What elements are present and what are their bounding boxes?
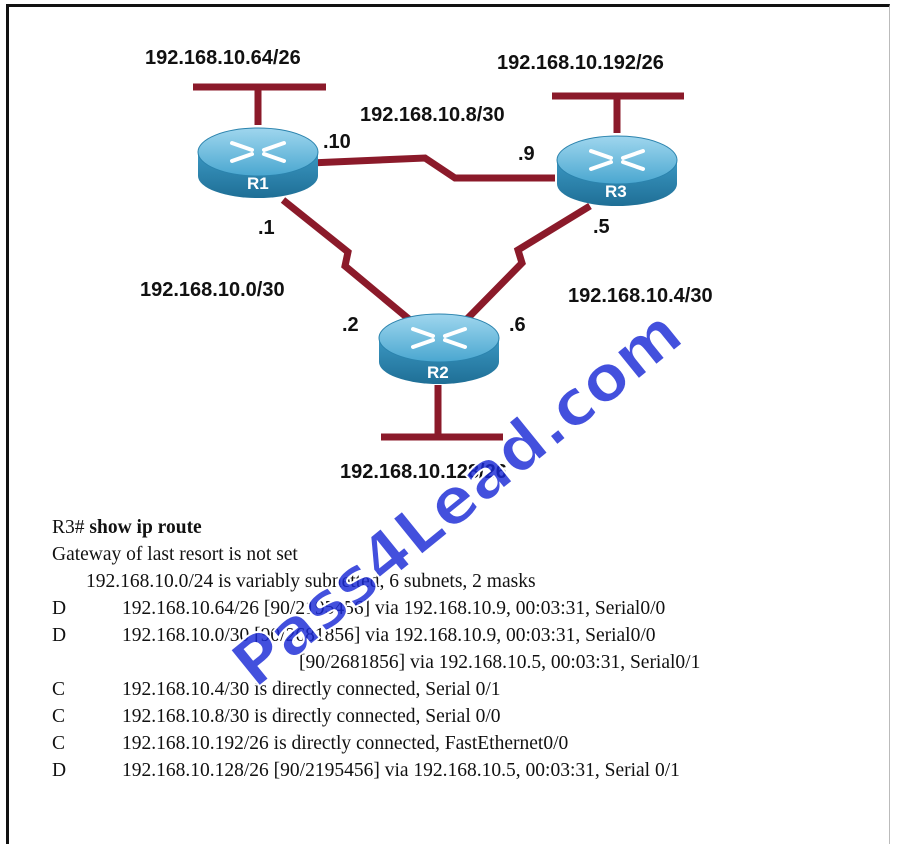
interface-label-r3-r1: .9 xyxy=(518,143,535,165)
network-label-r3-lan: 192.168.10.192/26 xyxy=(497,52,664,74)
route-entry: C 192.168.10.4/30 is directly connected, … xyxy=(52,676,882,703)
route-text: 192.168.10.128/26 [90/2195456] via 192.1… xyxy=(122,760,680,781)
router-arrows-icon xyxy=(230,141,286,163)
interface-label-r2-r3: .6 xyxy=(509,314,526,336)
interface-label-r2-r1: .2 xyxy=(342,314,359,336)
gateway-line: Gateway of last resort is not set xyxy=(52,544,298,565)
interface-label-r1-r2: .1 xyxy=(258,217,275,239)
network-label-r1-r3: 192.168.10.8/30 xyxy=(360,104,505,126)
serial-link-r1-r2 xyxy=(280,197,413,323)
route-code: D xyxy=(52,760,67,781)
route-text: 192.168.10.0/30 [90/2681856] via 192.168… xyxy=(122,625,656,646)
serial-link-r1-r3 xyxy=(309,154,555,182)
show-ip-route-output: R3# show ip route Gateway of last resort… xyxy=(52,514,882,784)
network-label-r1-r2: 192.168.10.0/30 xyxy=(140,279,285,301)
route-entry-continuation: [90/2681856] via 192.168.10.5, 00:03:31,… xyxy=(52,649,882,676)
interface-label-r1-r3: .10 xyxy=(323,131,351,153)
lan-segment-r2 xyxy=(381,385,503,441)
subnet-summary-line: 192.168.10.0/24 is variably subnetted, 6… xyxy=(86,571,536,592)
serial-link-r2-r3 xyxy=(464,203,592,322)
route-entry: D 192.168.10.0/30 [90/2681856] via 192.16… xyxy=(52,622,882,649)
interface-label-r3-r2: .5 xyxy=(593,216,610,238)
figure-frame xyxy=(6,4,890,844)
router-label-r1: R1 xyxy=(247,174,269,193)
router-r1[interactable]: R1 xyxy=(197,127,319,198)
route-text: 192.168.10.64/26 [90/2195456] via 192.16… xyxy=(122,598,666,619)
route-text: 192.168.10.4/30 is directly connected, S… xyxy=(122,679,501,700)
route-entry: D 192.168.10.64/26 [90/2195456] via 192.1… xyxy=(52,595,882,622)
router-label-r3: R3 xyxy=(605,182,627,201)
route-text: [90/2681856] via 192.168.10.5, 00:03:31,… xyxy=(299,652,701,673)
router-label-r2: R2 xyxy=(427,363,449,382)
network-label-r1-lan: 192.168.10.64/26 xyxy=(145,47,301,69)
network-label-r2-lan: 192.168.10.128/26 xyxy=(340,461,507,483)
router-r3[interactable]: R3 xyxy=(556,135,678,206)
route-code: C xyxy=(52,679,66,700)
route-code: D xyxy=(52,625,67,646)
route-text: 192.168.10.192/26 is directly connected,… xyxy=(122,733,569,754)
route-code: C xyxy=(52,706,66,727)
router-arrows-icon xyxy=(411,327,467,349)
lan-segment-r3 xyxy=(552,92,684,133)
router-arrows-icon xyxy=(589,149,645,171)
network-topology-diagram: R1 R3 R2 192.168.10.64/26 192.168.10.192… xyxy=(140,47,713,483)
cli-command: show ip route xyxy=(89,517,202,538)
command-line: R3# show ip route xyxy=(52,514,882,541)
route-text: 192.168.10.8/30 is directly connected, S… xyxy=(122,706,501,727)
router-r2[interactable]: R2 xyxy=(378,313,500,384)
route-entry: C 192.168.10.8/30 is directly connected, … xyxy=(52,703,882,730)
route-entry: C 192.168.10.192/26 is directly connected… xyxy=(52,730,882,757)
lan-segment-r1 xyxy=(193,83,326,125)
route-code: D xyxy=(52,598,67,619)
route-entry: D 192.168.10.128/26 [90/2195456] via 192.… xyxy=(52,757,882,784)
cli-prompt: R3# xyxy=(52,517,85,538)
network-label-r2-r3: 192.168.10.4/30 xyxy=(568,285,713,307)
route-code: C xyxy=(52,733,66,754)
